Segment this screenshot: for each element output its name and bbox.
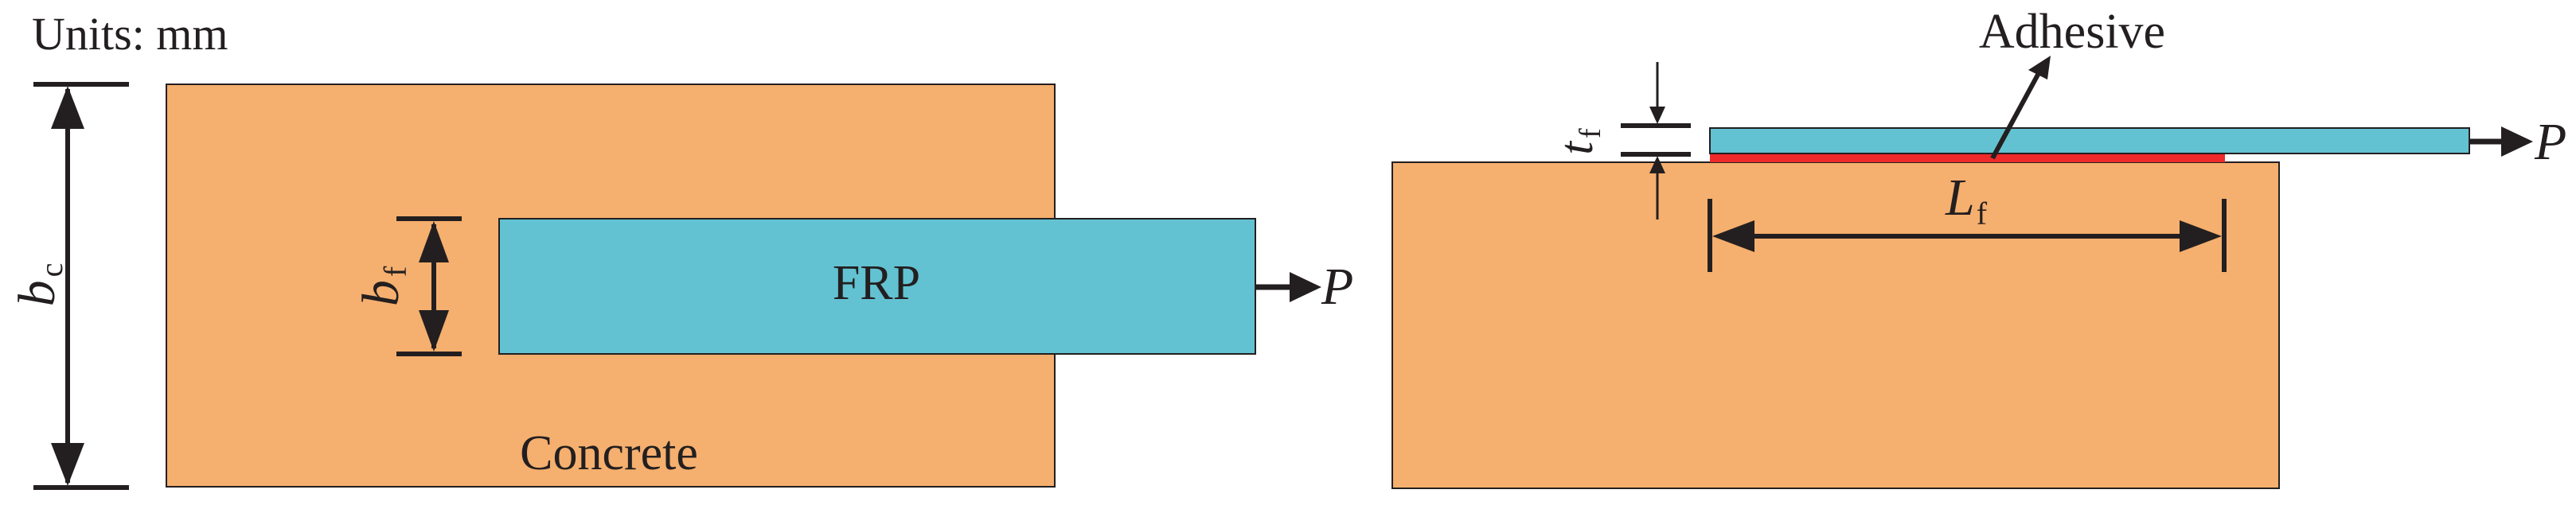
adhesive-layer — [1710, 153, 2225, 162]
side-load-label: P — [2534, 113, 2566, 171]
plan-frp-sheet — [498, 218, 1256, 355]
bf-bottom-arrow-icon — [419, 310, 449, 352]
svg-text:Lf: Lf — [1945, 169, 1988, 231]
adhesive-leader-arrow-icon — [2028, 56, 2051, 80]
svg-text:bf: bf — [352, 266, 413, 306]
tf-top-arrow-icon — [1649, 107, 1665, 124]
svg-text:tf: tf — [1550, 128, 1607, 155]
side-concrete-block — [1391, 161, 2280, 489]
side-load-arrow-icon — [2501, 126, 2533, 157]
Lf-symbol: L — [1945, 169, 1975, 227]
plan-load-label: P — [1321, 258, 1353, 316]
bc-top-arrow-icon — [51, 86, 84, 129]
dimension-tf: tf — [1550, 62, 1691, 220]
bc-symbol: b — [8, 280, 66, 306]
tf-symbol: t — [1550, 141, 1602, 155]
frp-label: FRP — [833, 256, 920, 310]
dimension-bf: bf — [352, 216, 462, 356]
adhesive-label: Adhesive — [1979, 5, 2165, 59]
dimension-Lf: Lf — [1708, 169, 2227, 272]
bc-bottom-arrow-icon — [51, 443, 84, 486]
plan-view: FRP Concrete bc bf — [8, 82, 1353, 490]
side-frp-plate — [1709, 127, 2470, 154]
dimension-bc: bc — [8, 82, 129, 490]
adhesive-leader-line — [1990, 72, 2041, 160]
bc-subscript: c — [33, 263, 69, 278]
plan-load-arrow-icon — [1290, 272, 1321, 302]
tf-subscript: f — [1574, 128, 1607, 138]
bf-subscript: f — [377, 266, 413, 277]
Lf-right-arrow-icon — [2180, 220, 2222, 252]
svg-text:bc: bc — [8, 263, 69, 307]
bf-top-arrow-icon — [419, 221, 449, 262]
units-label: Units: mm — [32, 8, 228, 60]
Lf-subscript: f — [1977, 196, 1988, 231]
Lf-left-arrow-icon — [1712, 220, 1754, 252]
concrete-label: Concrete — [520, 426, 698, 480]
plan-load-arrow: P — [1255, 258, 1353, 316]
tf-bottom-arrow-icon — [1649, 156, 1665, 173]
side-load-arrow: P — [2469, 113, 2566, 171]
bf-symbol: b — [352, 280, 410, 306]
side-view: Adhesive tf Lf — [1391, 5, 2566, 489]
